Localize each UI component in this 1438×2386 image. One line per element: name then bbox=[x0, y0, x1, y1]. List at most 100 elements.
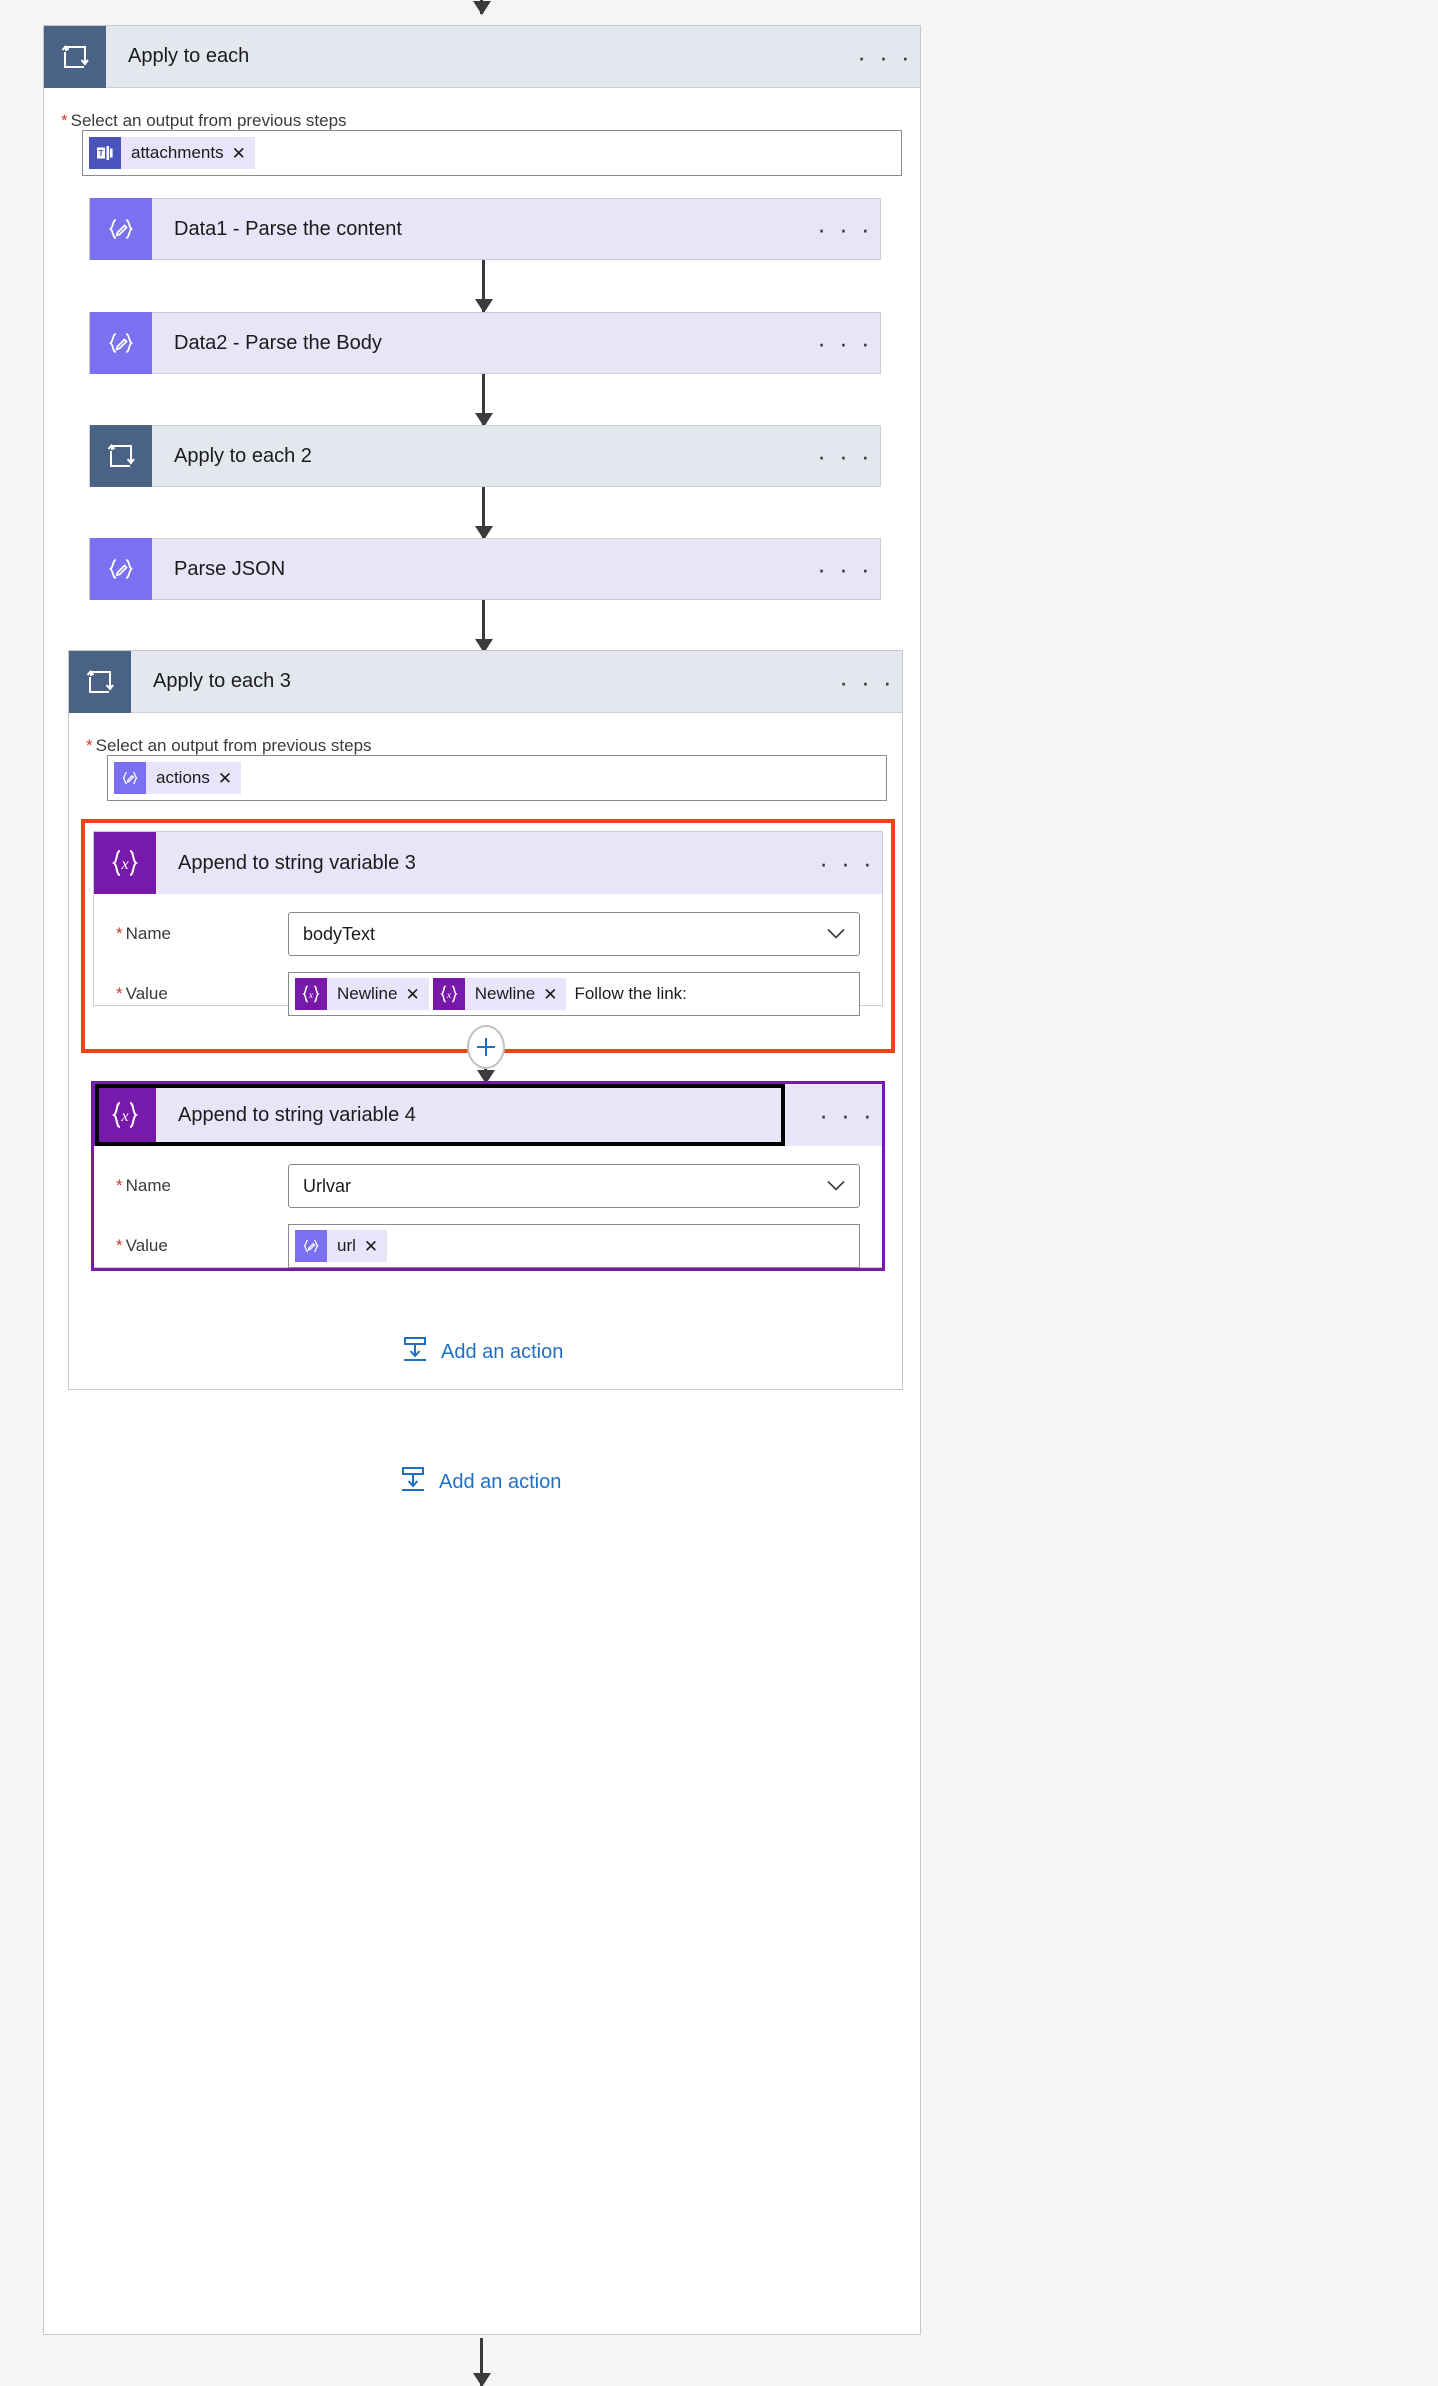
token-remove-icon[interactable]: ✕ bbox=[217, 768, 233, 788]
data-operations-icon bbox=[90, 198, 152, 260]
token-remove-icon[interactable]: ✕ bbox=[543, 984, 558, 1004]
action-menu-button[interactable]: · · · bbox=[817, 554, 873, 584]
add-action-label: Add an action bbox=[439, 1471, 562, 1493]
select-output-label-text: Select an output from previous steps bbox=[95, 736, 372, 755]
token-label: attachments bbox=[131, 143, 224, 162]
name-label-text: Name bbox=[125, 924, 171, 943]
token-newline-1[interactable]: x Newline ✕ bbox=[295, 978, 429, 1010]
name-dropdown[interactable]: bodyText bbox=[288, 912, 860, 956]
action-title: Apply to each 2 bbox=[174, 444, 312, 467]
connector-arrow-data1-data2 bbox=[482, 260, 485, 312]
name-value: bodyText bbox=[303, 923, 376, 944]
scope-menu-button[interactable]: · · · bbox=[839, 666, 895, 697]
add-action-label: Add an action bbox=[441, 1341, 564, 1363]
value-token-input[interactable]: url ✕ bbox=[288, 1224, 860, 1268]
loop-icon bbox=[90, 425, 152, 487]
action-menu-button[interactable]: · · · bbox=[817, 214, 873, 244]
value-label-text: Value bbox=[125, 1236, 168, 1255]
data-operations-icon bbox=[295, 1230, 327, 1262]
token-actions[interactable]: actions ✕ bbox=[114, 762, 242, 794]
add-step-icon bbox=[401, 1336, 429, 1369]
variables-icon: x bbox=[94, 1084, 156, 1146]
token-url[interactable]: url ✕ bbox=[295, 1230, 388, 1262]
chevron-down-icon bbox=[827, 924, 845, 945]
name-control: bodyText bbox=[288, 912, 860, 956]
select-output-picker[interactable]: actions ✕ bbox=[107, 755, 887, 801]
connector-arrow-data2-loop2 bbox=[482, 374, 485, 426]
token-remove-icon[interactable]: ✕ bbox=[231, 143, 246, 163]
select-output-label: *Select an output from previous steps bbox=[61, 111, 347, 131]
action-title: Append to string variable 4 bbox=[178, 1103, 416, 1126]
value-control: url ✕ bbox=[288, 1224, 860, 1268]
required-asterisk: * bbox=[116, 1176, 123, 1195]
action-body: *Name Urlvar bbox=[94, 1146, 882, 1290]
name-value: Urlvar bbox=[303, 1175, 351, 1196]
svg-text:x: x bbox=[120, 1108, 128, 1125]
action-append-to-string-variable-3[interactable]: x Append to string variable 3 · · · *Nam… bbox=[93, 831, 883, 1016]
action-title: Parse JSON bbox=[174, 557, 286, 580]
scope-header-apply-to-each[interactable]: Apply to each · · · bbox=[44, 25, 920, 88]
connector-arrow-top bbox=[480, 0, 483, 14]
connector-arrow-parsejson-loop3 bbox=[482, 600, 485, 652]
action-append-to-string-variable-4[interactable]: x Append to string variable 4 · · · *Nam… bbox=[93, 1083, 883, 1268]
scope-title: Apply to each bbox=[128, 45, 250, 67]
action-body: *Name bodyText bbox=[94, 894, 882, 1038]
name-label: *Name bbox=[116, 1176, 288, 1196]
variables-icon: x bbox=[295, 978, 327, 1010]
action-card-data1[interactable]: Data1 - Parse the content · · · bbox=[89, 198, 881, 260]
select-output-picker[interactable]: T attachments ✕ bbox=[82, 130, 902, 176]
value-label: *Value bbox=[116, 1236, 288, 1256]
required-asterisk: * bbox=[86, 736, 93, 755]
select-output-label: *Select an output from previous steps bbox=[86, 736, 372, 756]
data-operations-icon bbox=[114, 762, 146, 794]
svg-text:x: x bbox=[120, 856, 128, 873]
field-row-name: *Name Urlvar bbox=[116, 1164, 860, 1208]
scope-apply-to-each[interactable]: Apply to each · · · *Select an output fr… bbox=[43, 25, 921, 2335]
value-label: *Value bbox=[116, 984, 288, 1004]
action-header[interactable]: x Append to string variable 4 · · · bbox=[94, 1084, 882, 1146]
required-asterisk: * bbox=[116, 984, 123, 1003]
action-menu-button[interactable]: · · · bbox=[817, 441, 873, 471]
scope-apply-to-each-3[interactable]: Apply to each 3 · · · *Select an output … bbox=[68, 650, 903, 1390]
token-label: actions bbox=[156, 768, 210, 787]
value-token-input[interactable]: x Newline ✕ bbox=[288, 972, 860, 1016]
teams-icon: T bbox=[89, 137, 121, 169]
token-attachments[interactable]: T attachments ✕ bbox=[89, 137, 255, 169]
insert-step-button[interactable] bbox=[467, 1025, 505, 1069]
value-label-text: Value bbox=[125, 984, 168, 1003]
action-title: Data1 - Parse the content bbox=[174, 217, 402, 240]
action-header[interactable]: x Append to string variable 3 · · · bbox=[94, 832, 882, 894]
data-operations-icon bbox=[90, 538, 152, 600]
name-label: *Name bbox=[116, 924, 288, 944]
token-label: Newline bbox=[474, 984, 536, 1003]
field-row-name: *Name bodyText bbox=[116, 912, 860, 956]
add-step-icon bbox=[399, 1466, 427, 1499]
variables-icon: x bbox=[94, 832, 156, 894]
action-card-parse-json[interactable]: Parse JSON · · · bbox=[89, 538, 881, 600]
token-newline-2[interactable]: x Newline ✕ bbox=[432, 978, 567, 1010]
value-trailing-text: Follow the link: bbox=[574, 984, 687, 1003]
required-asterisk: * bbox=[61, 111, 68, 130]
svg-text:x: x bbox=[308, 990, 314, 1001]
token-remove-icon[interactable]: ✕ bbox=[405, 984, 420, 1004]
action-menu-button[interactable]: · · · bbox=[817, 328, 873, 358]
variables-icon: x bbox=[432, 978, 465, 1010]
add-action-button-outer[interactable]: Add an action bbox=[399, 1466, 561, 1499]
required-asterisk: * bbox=[116, 1236, 123, 1255]
action-card-apply-to-each-2[interactable]: Apply to each 2 · · · bbox=[89, 425, 881, 487]
action-menu-button[interactable]: · · · bbox=[819, 1100, 875, 1130]
scope-menu-button[interactable]: · · · bbox=[857, 41, 913, 72]
token-remove-icon[interactable]: ✕ bbox=[363, 1236, 379, 1256]
chevron-down-icon bbox=[827, 1176, 845, 1197]
loop-icon bbox=[69, 650, 131, 713]
action-card-data2[interactable]: Data2 - Parse the Body · · · bbox=[89, 312, 881, 374]
action-title: Data2 - Parse the Body bbox=[174, 331, 382, 354]
select-output-label-text: Select an output from previous steps bbox=[70, 111, 347, 130]
name-label-text: Name bbox=[125, 1176, 171, 1195]
action-menu-button[interactable]: · · · bbox=[819, 848, 875, 878]
name-dropdown[interactable]: Urlvar bbox=[288, 1164, 860, 1208]
add-action-button-inner[interactable]: Add an action bbox=[401, 1336, 563, 1369]
scope-header-apply-to-each-3[interactable]: Apply to each 3 · · · bbox=[69, 650, 902, 713]
name-control: Urlvar bbox=[288, 1164, 860, 1208]
